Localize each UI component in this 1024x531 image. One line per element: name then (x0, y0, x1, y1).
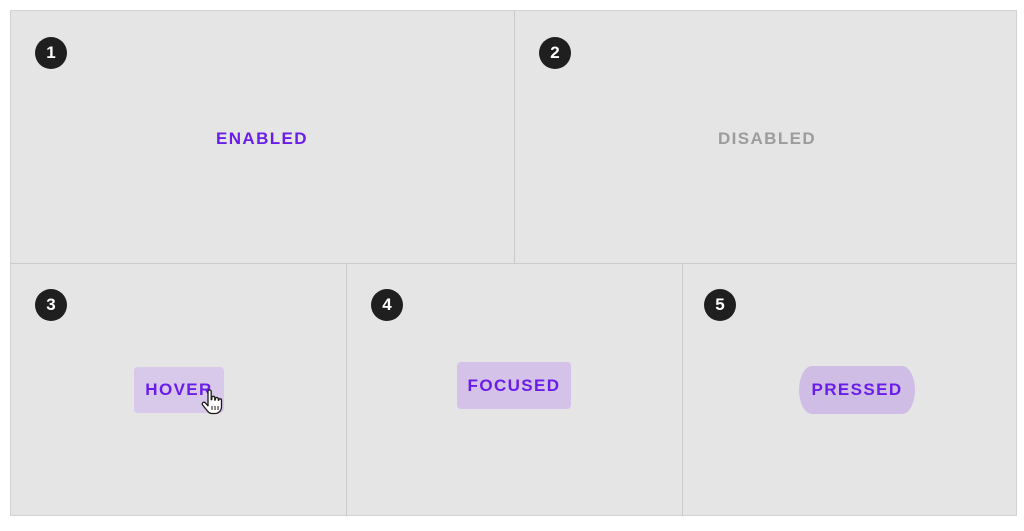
step-badge-5: 5 (704, 289, 736, 321)
divider-vertical-bottom-left (346, 264, 347, 516)
focused-button[interactable]: FOCUSED (457, 362, 571, 409)
button-states-figure: 1 ENABLED 2 DISABLED 3 HOVER 4 FOCUSED 5… (10, 10, 1017, 516)
hand-pointer-icon (201, 389, 223, 415)
disabled-button: DISABLED (717, 129, 817, 148)
pressed-button[interactable]: PRESSED (799, 366, 915, 414)
step-badge-1: 1 (35, 37, 67, 69)
divider-vertical-bottom-right (682, 264, 683, 516)
step-badge-3: 3 (35, 289, 67, 321)
enabled-button[interactable]: ENABLED (216, 129, 308, 148)
step-badge-4: 4 (371, 289, 403, 321)
step-badge-2: 2 (539, 37, 571, 69)
divider-vertical-top (514, 11, 515, 263)
divider-horizontal (11, 263, 1016, 264)
